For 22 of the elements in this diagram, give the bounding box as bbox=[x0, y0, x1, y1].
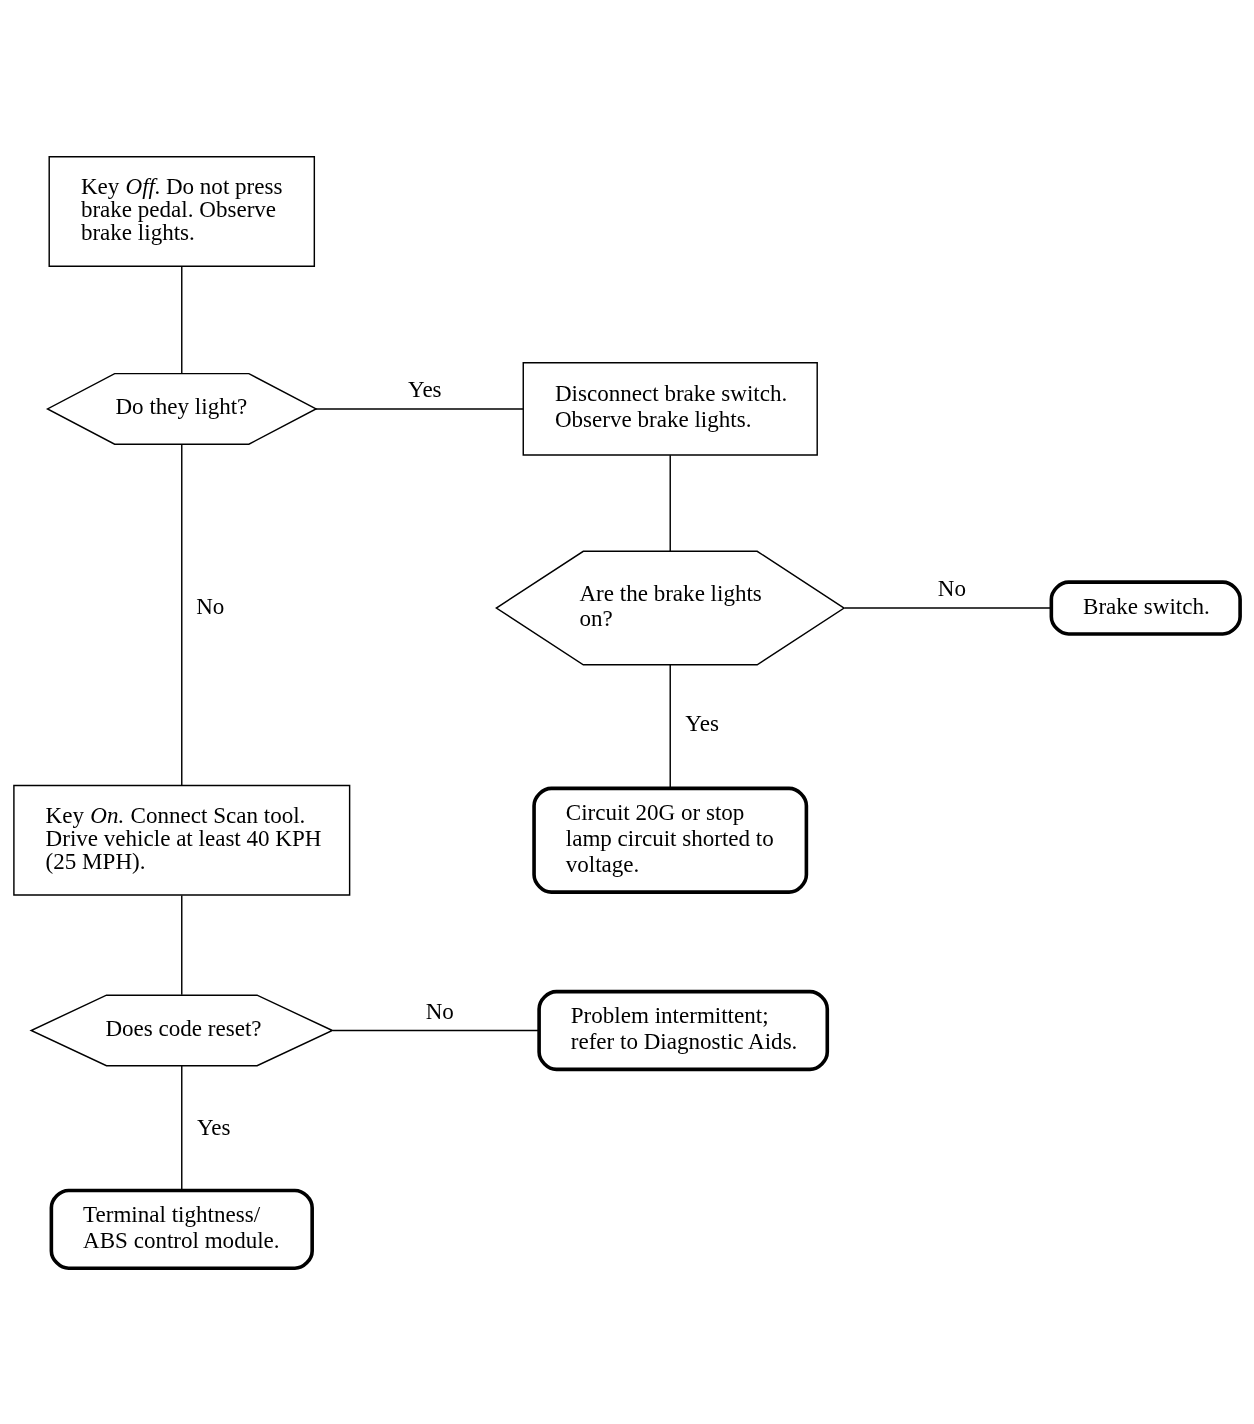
edge-label: No bbox=[425, 997, 454, 1024]
edge-label: No bbox=[937, 574, 966, 601]
connector bbox=[315, 407, 524, 410]
node-box: Disconnect brake switch. Observe brake lights. bbox=[522, 361, 818, 456]
connector bbox=[669, 454, 671, 552]
edge-label: Yes bbox=[196, 1113, 231, 1140]
connector bbox=[843, 606, 1052, 609]
node-box: Key On. Connect Scan tool. Drive vehicle at least 40 KPH (25 MPH). bbox=[13, 784, 351, 896]
connector bbox=[181, 1064, 183, 1191]
node-box: Problem intermittent; refer to Diagnostic Aids. bbox=[537, 989, 830, 1071]
edge-label: Yes bbox=[685, 709, 719, 735]
connector bbox=[669, 663, 671, 789]
node-box: Circuit 20G or stop lamp circuit shorted to voltage. bbox=[532, 786, 809, 894]
connector bbox=[181, 265, 183, 374]
connector bbox=[181, 443, 183, 786]
node-box: Brake switch. bbox=[1049, 579, 1242, 636]
edge-label: Yes bbox=[408, 375, 442, 402]
connector bbox=[332, 1029, 540, 1031]
node-box: Key Off. Do not press brake pedal. Observe brake lights. bbox=[48, 155, 316, 267]
node-box: Terminal tightness/ ABS control module. bbox=[49, 1188, 314, 1270]
edge-label: No bbox=[196, 592, 225, 619]
connector bbox=[181, 894, 183, 996]
